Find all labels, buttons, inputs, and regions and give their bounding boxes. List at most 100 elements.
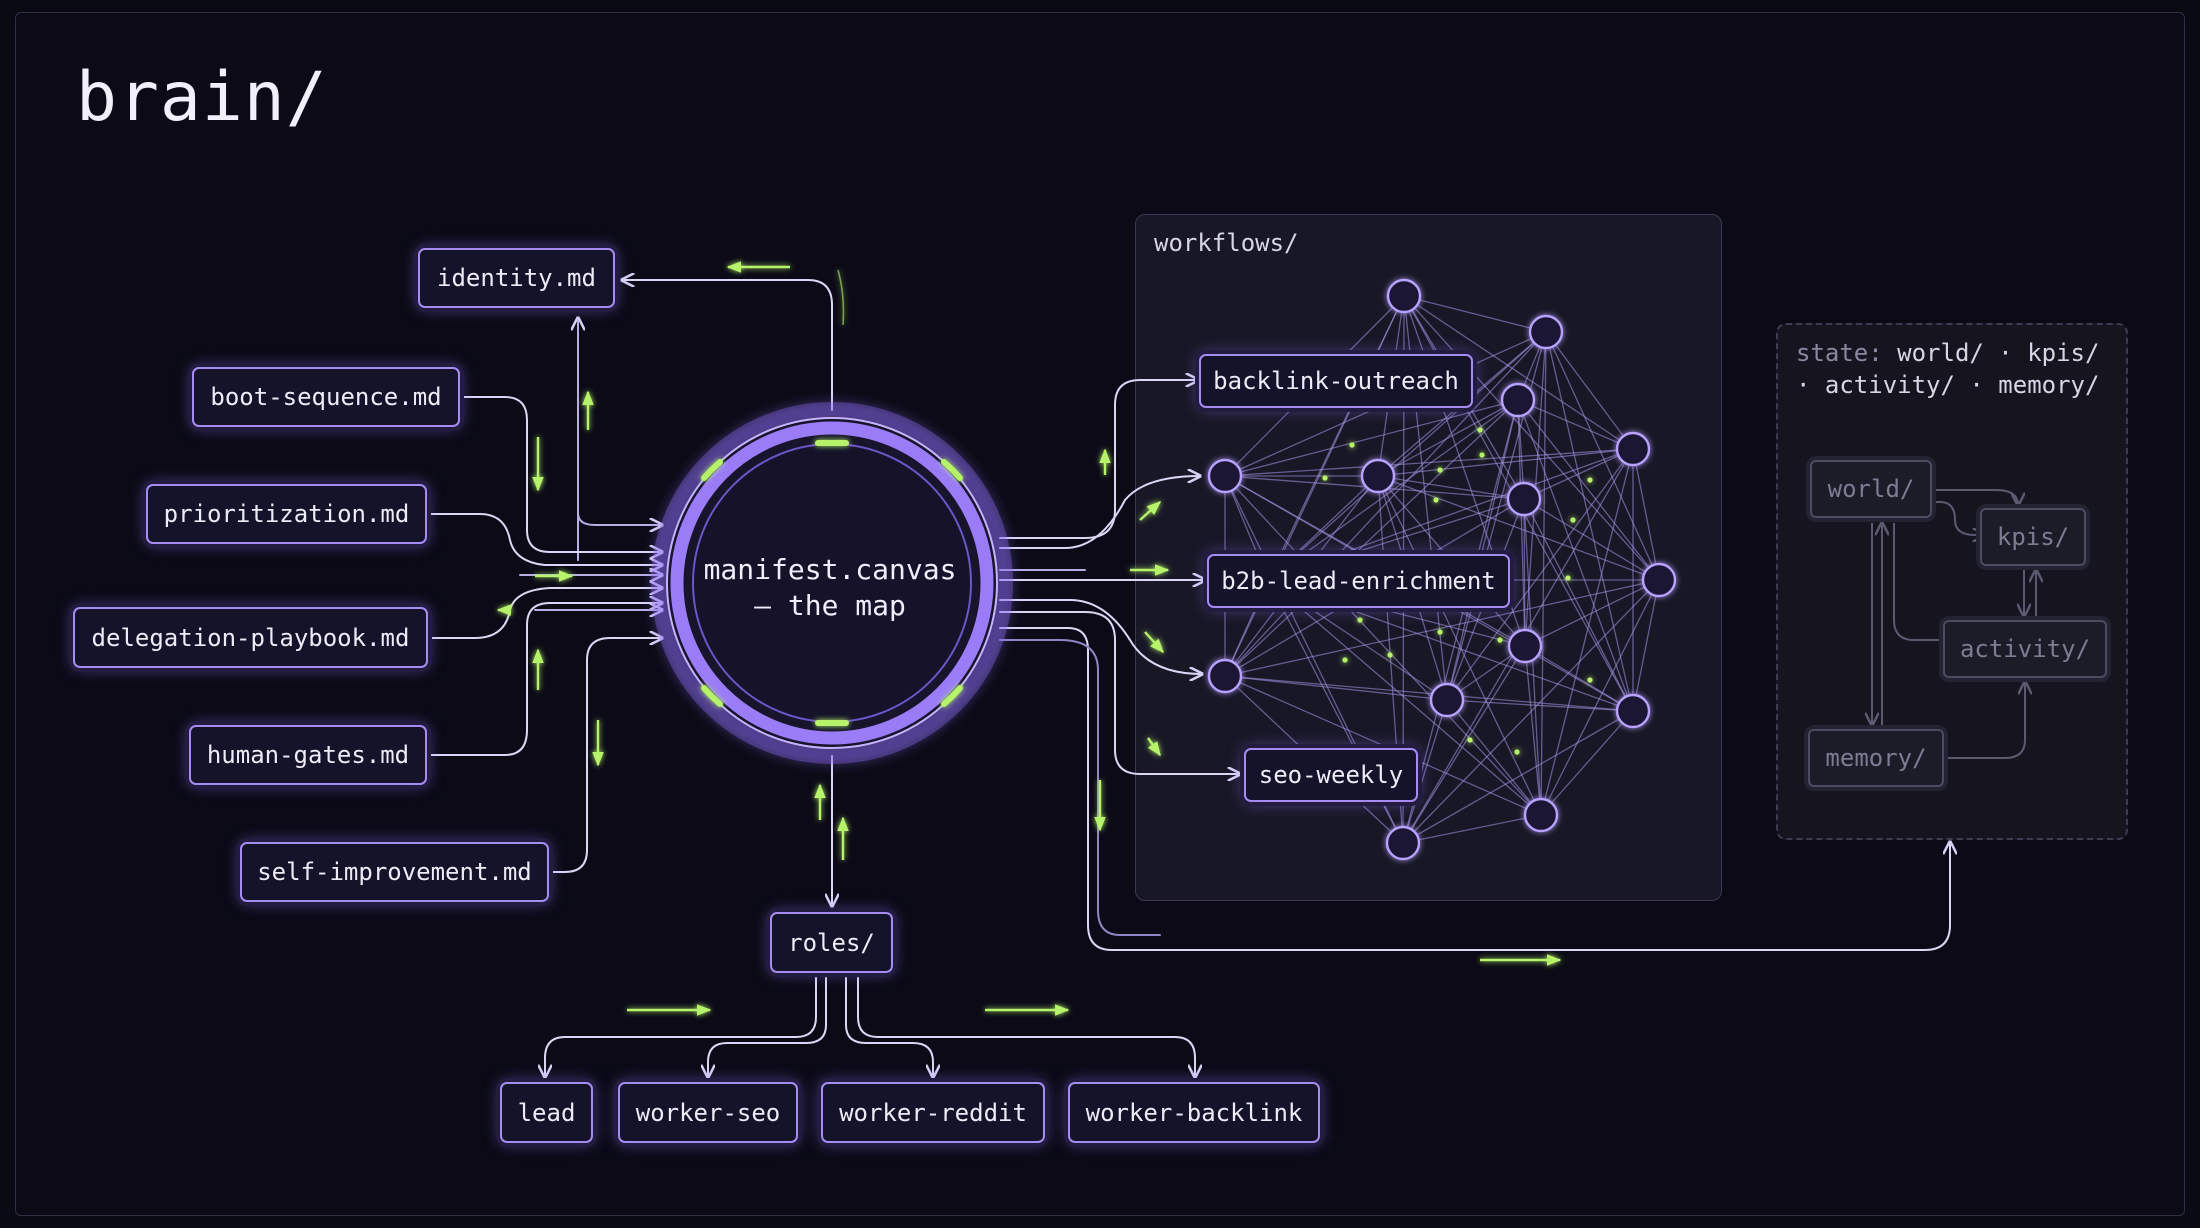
state-memory[interactable]: memory/	[1808, 729, 1944, 787]
network-signal-dot	[1497, 637, 1503, 643]
network-node	[1207, 658, 1243, 694]
network-signal-dot	[1587, 677, 1593, 683]
role-worker-backlink[interactable]: worker-backlink	[1068, 1082, 1320, 1143]
edge-center-network-2	[999, 599, 1202, 674]
flow-markers	[496, 261, 1562, 1016]
edge-self-center	[550, 638, 662, 873]
state-label-line1: world/ · kpis/	[1897, 339, 2100, 367]
network-edge	[1402, 399, 1519, 844]
network-node	[1615, 431, 1651, 467]
edge-deleg-center	[429, 588, 662, 639]
edge-gates-center	[429, 603, 662, 756]
network-edge	[1403, 295, 1634, 450]
center-line2: — the map	[754, 589, 906, 622]
network-signal-dot	[1570, 517, 1576, 523]
network-node	[1386, 278, 1422, 314]
network-edge	[1524, 645, 1542, 816]
role-lead[interactable]: lead	[500, 1082, 593, 1143]
file-human-gates-md[interactable]: human-gates.md	[189, 725, 427, 785]
network-edge	[1446, 399, 1519, 701]
network-edge	[1224, 475, 1542, 816]
network-signal-dot	[1322, 475, 1328, 481]
page-title: brain/	[76, 58, 328, 137]
network-edge	[1402, 645, 1526, 844]
workflow-seo-weekly[interactable]: seo-weekly	[1244, 748, 1418, 802]
network-signal-dot	[1349, 442, 1355, 448]
network-edge	[1224, 675, 1542, 816]
network-edge	[1523, 448, 1634, 500]
workflow-backlink-outreach[interactable]: backlink-outreach	[1199, 354, 1473, 408]
network-edge	[1224, 448, 1634, 477]
network-edge	[1446, 699, 1542, 816]
network-edge	[1540, 579, 1660, 816]
state-world[interactable]: world/	[1810, 460, 1932, 518]
network-edge	[1224, 579, 1660, 677]
file-identity-md[interactable]: identity.md	[418, 248, 615, 308]
network-edge	[1523, 498, 1634, 712]
network-edge	[1224, 399, 1519, 477]
network-edge	[1224, 399, 1519, 677]
network-node	[1506, 481, 1542, 517]
network-edge	[1224, 675, 1634, 712]
role-worker-reddit[interactable]: worker-reddit	[821, 1082, 1045, 1143]
edge-center-seo-weekly	[999, 611, 1240, 774]
network-edge	[1267, 295, 1405, 581]
file-delegation-playbook-md[interactable]: delegation-playbook.md	[73, 607, 428, 668]
edge-center-network-1	[999, 476, 1200, 549]
network-signal-dot	[1477, 427, 1483, 433]
roles-folder[interactable]: roles/	[770, 912, 893, 973]
network-edge	[1267, 399, 1519, 581]
state-kpis[interactable]: kpis/	[1980, 508, 2086, 566]
edge-roles-lead	[545, 977, 817, 1077]
network-edge	[1517, 399, 1634, 450]
network-signal-dot	[1565, 575, 1571, 581]
role-worker-seo[interactable]: worker-seo	[618, 1082, 798, 1143]
state-activity[interactable]: activity/	[1943, 620, 2107, 678]
network-signal-dot	[1387, 652, 1393, 658]
edge-roles-worker-reddit	[845, 977, 933, 1077]
network-signal-dot	[1342, 657, 1348, 663]
network-edge	[1377, 475, 1660, 581]
network-edge	[1540, 331, 1547, 816]
file-self-improvement-md[interactable]: self-improvement.md	[240, 842, 549, 902]
network-edge	[1224, 675, 1448, 701]
network-signal-dot	[1357, 617, 1363, 623]
center-line1: manifest.canvas	[703, 553, 957, 586]
workflow-b2b-lead-enrichment[interactable]: b2b-lead-enrichment	[1207, 554, 1510, 608]
network-node	[1523, 797, 1559, 833]
network-node	[1615, 693, 1651, 729]
edge-center-state	[999, 627, 1950, 951]
network-edge	[1632, 448, 1660, 581]
state-connectors	[1872, 489, 2036, 759]
network-edge	[1377, 475, 1525, 500]
network-signal-dot	[1437, 629, 1443, 635]
network-edge	[1377, 399, 1519, 477]
network-edge	[1517, 399, 1634, 712]
state-panel-label-line2: · activity/ · memory/	[1796, 371, 2100, 399]
edge-roles-worker-backlink	[857, 977, 1195, 1077]
network-edge	[1545, 331, 1634, 712]
edge-center-backlink	[999, 380, 1198, 539]
network-edge	[1517, 399, 1660, 581]
edge-center-identity	[622, 280, 833, 411]
network-edge	[1446, 448, 1634, 701]
network-edge	[1267, 331, 1547, 581]
network-edge	[1523, 498, 1526, 647]
network-node	[1207, 458, 1243, 494]
network-node	[1507, 628, 1543, 664]
network-edge	[1523, 498, 1660, 581]
file-boot-sequence-md[interactable]: boot-sequence.md	[192, 367, 460, 427]
network-edge	[1524, 645, 1634, 712]
state-label-prefix: state:	[1796, 339, 1883, 367]
network-edge	[1403, 295, 1547, 333]
network-edge	[1402, 710, 1634, 844]
network-edge	[1446, 699, 1634, 712]
network-edge	[1224, 331, 1547, 677]
network-signal-dot	[1514, 749, 1520, 755]
network-signal-dot	[1437, 467, 1443, 473]
file-prioritization-md[interactable]: prioritization.md	[146, 484, 427, 544]
manifest-hub	[651, 402, 1013, 764]
network-node	[1429, 682, 1465, 718]
workflows-panel-label: workflows/	[1154, 229, 1299, 257]
